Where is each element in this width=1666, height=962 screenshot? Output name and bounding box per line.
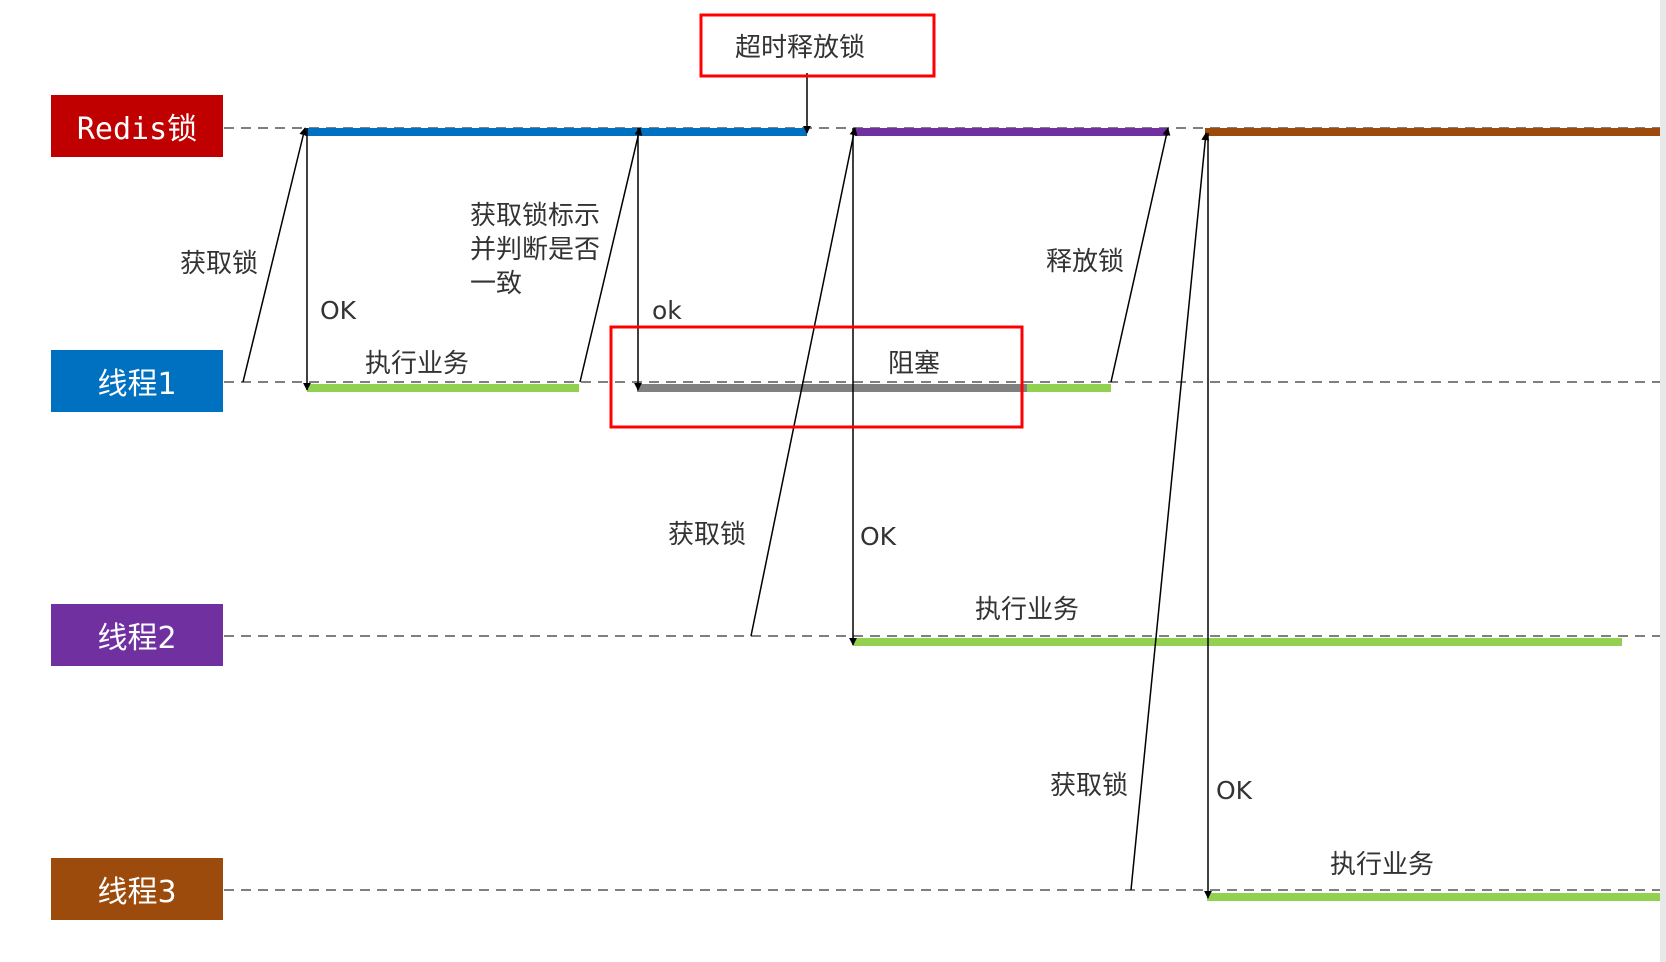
thread1-execute-bar (307, 384, 579, 392)
t3-ok-label: OK (1216, 776, 1253, 805)
t1-blocked-label: 阻塞 (888, 349, 941, 379)
redis-lock-label: Redis锁 (51, 95, 223, 157)
thread1-label: 线程1 (51, 350, 223, 412)
t3-acquire-label: 获取锁 (1050, 771, 1129, 801)
thread2-label: 线程2 (51, 604, 223, 666)
thread3-label: 线程3 (51, 858, 223, 920)
t1-check-label-line2: 并判断是否 (470, 235, 601, 265)
t1-release-label: 释放锁 (1046, 247, 1125, 277)
t2-ok-label: OK (860, 522, 897, 551)
window-edge (1660, 0, 1666, 962)
blocked-highlight-box (609, 325, 1024, 429)
t1-check-ok-label: ok (652, 296, 682, 325)
t1-ok-label: OK (320, 296, 357, 325)
timeout-release-box (699, 13, 936, 78)
t1-release-arrow (1110, 127, 1171, 383)
t1-check-arrow (579, 127, 643, 383)
t3-acquire-arrow (1130, 132, 1210, 891)
t3-execute-label: 执行业务 (1330, 850, 1435, 880)
t1-check-label-line1: 获取锁标示 (470, 201, 601, 231)
thread1-blocked-bar (637, 384, 1027, 392)
thread2-execute-bar (853, 638, 1622, 646)
t1-check-label-line3: 一致 (470, 269, 523, 299)
t1-execute-label: 执行业务 (365, 349, 470, 379)
lock-segment-thread1 (305, 128, 807, 136)
t2-execute-label: 执行业务 (975, 595, 1080, 625)
timeout-release-label: 超时释放锁 (735, 33, 866, 63)
t1-acquire-arrow (242, 127, 308, 383)
t2-acquire-arrow (750, 127, 858, 637)
thread3-execute-bar (1207, 893, 1666, 901)
lock-segment-thread3 (1205, 128, 1666, 136)
lock-segment-thread2 (855, 128, 1168, 136)
thread1-resume-bar (1027, 384, 1111, 392)
t1-acquire-label: 获取锁 (180, 249, 259, 279)
t2-acquire-label: 获取锁 (668, 520, 747, 550)
